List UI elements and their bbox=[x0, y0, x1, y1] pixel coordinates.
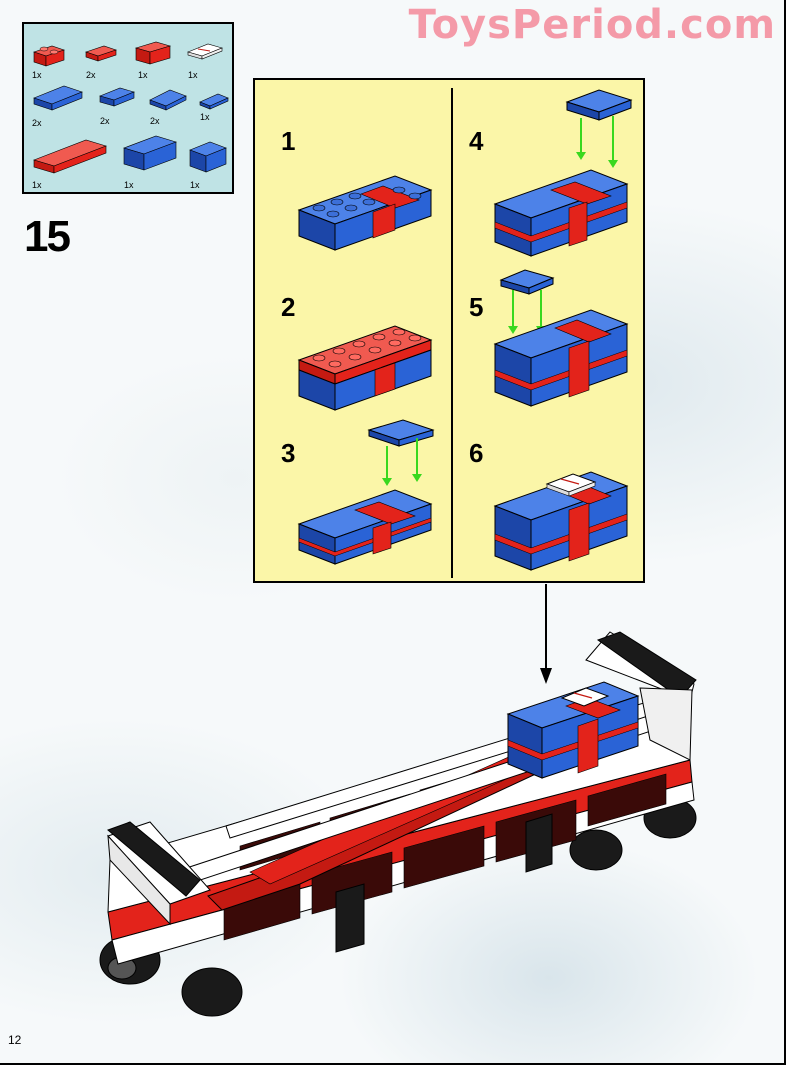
sub-step-number: 4 bbox=[469, 126, 484, 156]
parts-list-box: 1x 2x 1x 1x 2x 2x 2x 1x 1x 1x 1x bbox=[22, 22, 234, 194]
sub-step-3-model bbox=[297, 419, 435, 565]
step-number: 15 bbox=[24, 212, 71, 261]
part-qty: 1x bbox=[138, 70, 148, 80]
sub-step-2-model bbox=[297, 325, 433, 411]
part-blue-plate-2x2 bbox=[99, 87, 135, 107]
part-blue-tile-2x2 bbox=[149, 89, 187, 111]
part-qty: 1x bbox=[124, 180, 134, 190]
sub-step-6-model bbox=[493, 471, 629, 571]
part-red-plate-2x8 bbox=[33, 139, 107, 174]
part-blue-brick-2x4 bbox=[123, 135, 177, 171]
part-qty: 2x bbox=[86, 70, 96, 80]
panel-divider bbox=[451, 88, 453, 578]
sub-step-number: 1 bbox=[281, 126, 296, 156]
part-qty: 1x bbox=[32, 70, 42, 80]
parts-illustration bbox=[33, 41, 229, 174]
part-qty: 2x bbox=[100, 116, 110, 126]
watermark: ToysPeriod.com bbox=[408, 2, 776, 48]
sub-step-number: 5 bbox=[469, 292, 484, 322]
part-printed-letter-tile bbox=[187, 43, 223, 60]
part-qty: 1x bbox=[200, 112, 210, 122]
part-qty: 2x bbox=[150, 116, 160, 126]
part-blue-tile-1x2 bbox=[199, 93, 229, 110]
sub-step-number: 2 bbox=[281, 292, 296, 322]
part-qty: 1x bbox=[188, 70, 198, 80]
sub-steps-illustration bbox=[297, 89, 633, 571]
sub-step-number: 3 bbox=[281, 438, 296, 468]
sub-step-number: 6 bbox=[469, 438, 484, 468]
sub-assembly-panel: 1 2 3 4 5 6 bbox=[253, 78, 645, 583]
sub-step-4-model bbox=[493, 89, 633, 257]
part-blue-brick-2x2 bbox=[189, 141, 227, 173]
page-number: 12 bbox=[8, 1033, 22, 1047]
sub-step-5-model bbox=[493, 269, 629, 407]
part-qty: 2x bbox=[32, 118, 42, 128]
part-blue-plate-2x4 bbox=[33, 85, 83, 111]
part-red-plate-2x2 bbox=[85, 45, 117, 62]
part-qty: 1x bbox=[190, 180, 200, 190]
part-red-brick-2x2 bbox=[134, 41, 172, 65]
cargo-box bbox=[506, 681, 640, 779]
sub-step-1-model bbox=[297, 175, 433, 251]
part-red-brick-1x2 bbox=[33, 45, 65, 67]
part-qty: 1x bbox=[32, 180, 42, 190]
